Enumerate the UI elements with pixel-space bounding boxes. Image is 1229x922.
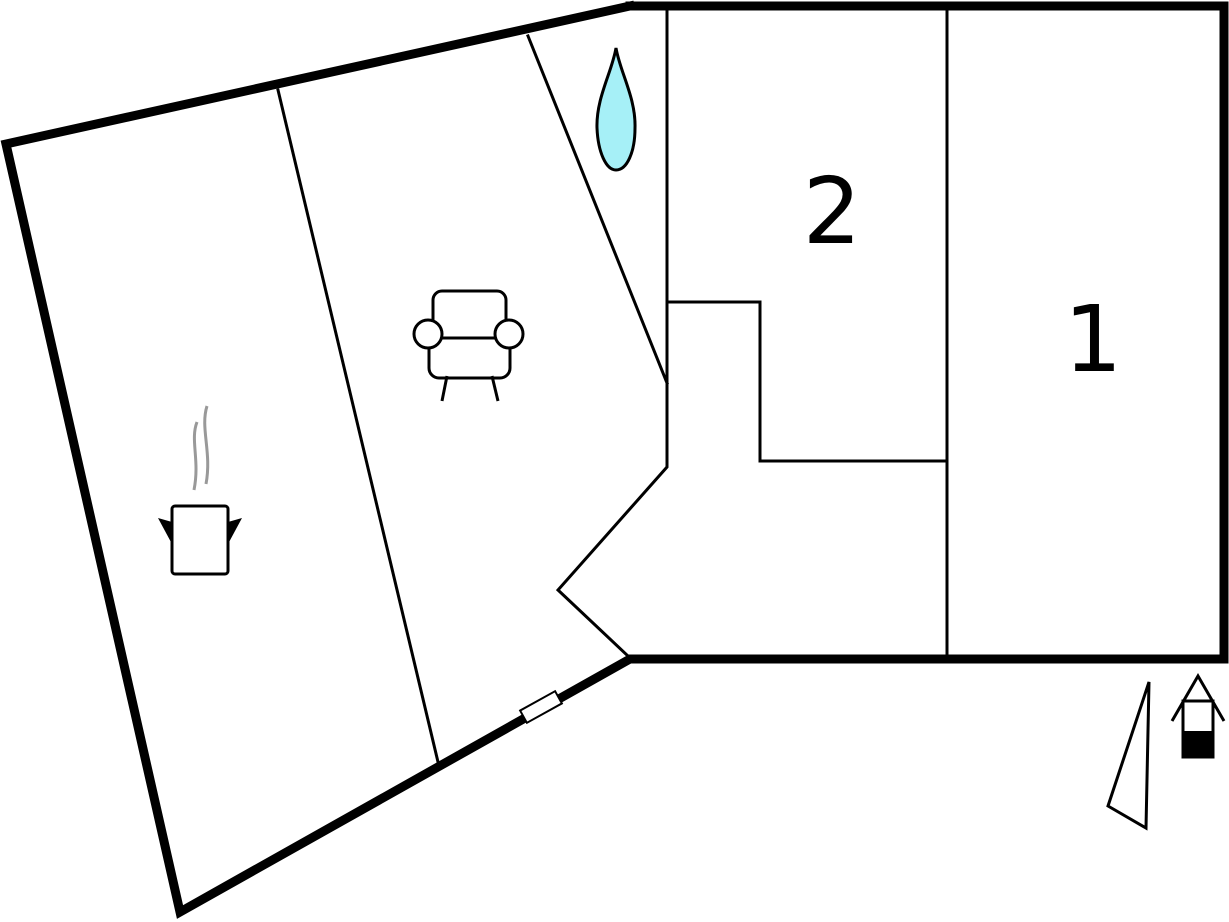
- interior-walls: [276, 10, 949, 764]
- wall-kitchen-living: [276, 88, 440, 764]
- entrance-house-icon: [1170, 673, 1226, 759]
- wall-hallway: [555, 10, 669, 659]
- bedroom-2-label: 2: [803, 158, 862, 265]
- wall-living-bathroom: [526, 34, 669, 385]
- armchair-icon: [412, 289, 525, 402]
- north-arrow-icon: [1106, 681, 1151, 831]
- wall-bedroom-2-step: [665, 300, 949, 463]
- window-icon: [518, 689, 564, 725]
- cooking-pot-icon: [158, 405, 242, 576]
- water-drop-icon: [595, 47, 637, 172]
- bedroom-1-label: 1: [1064, 286, 1123, 393]
